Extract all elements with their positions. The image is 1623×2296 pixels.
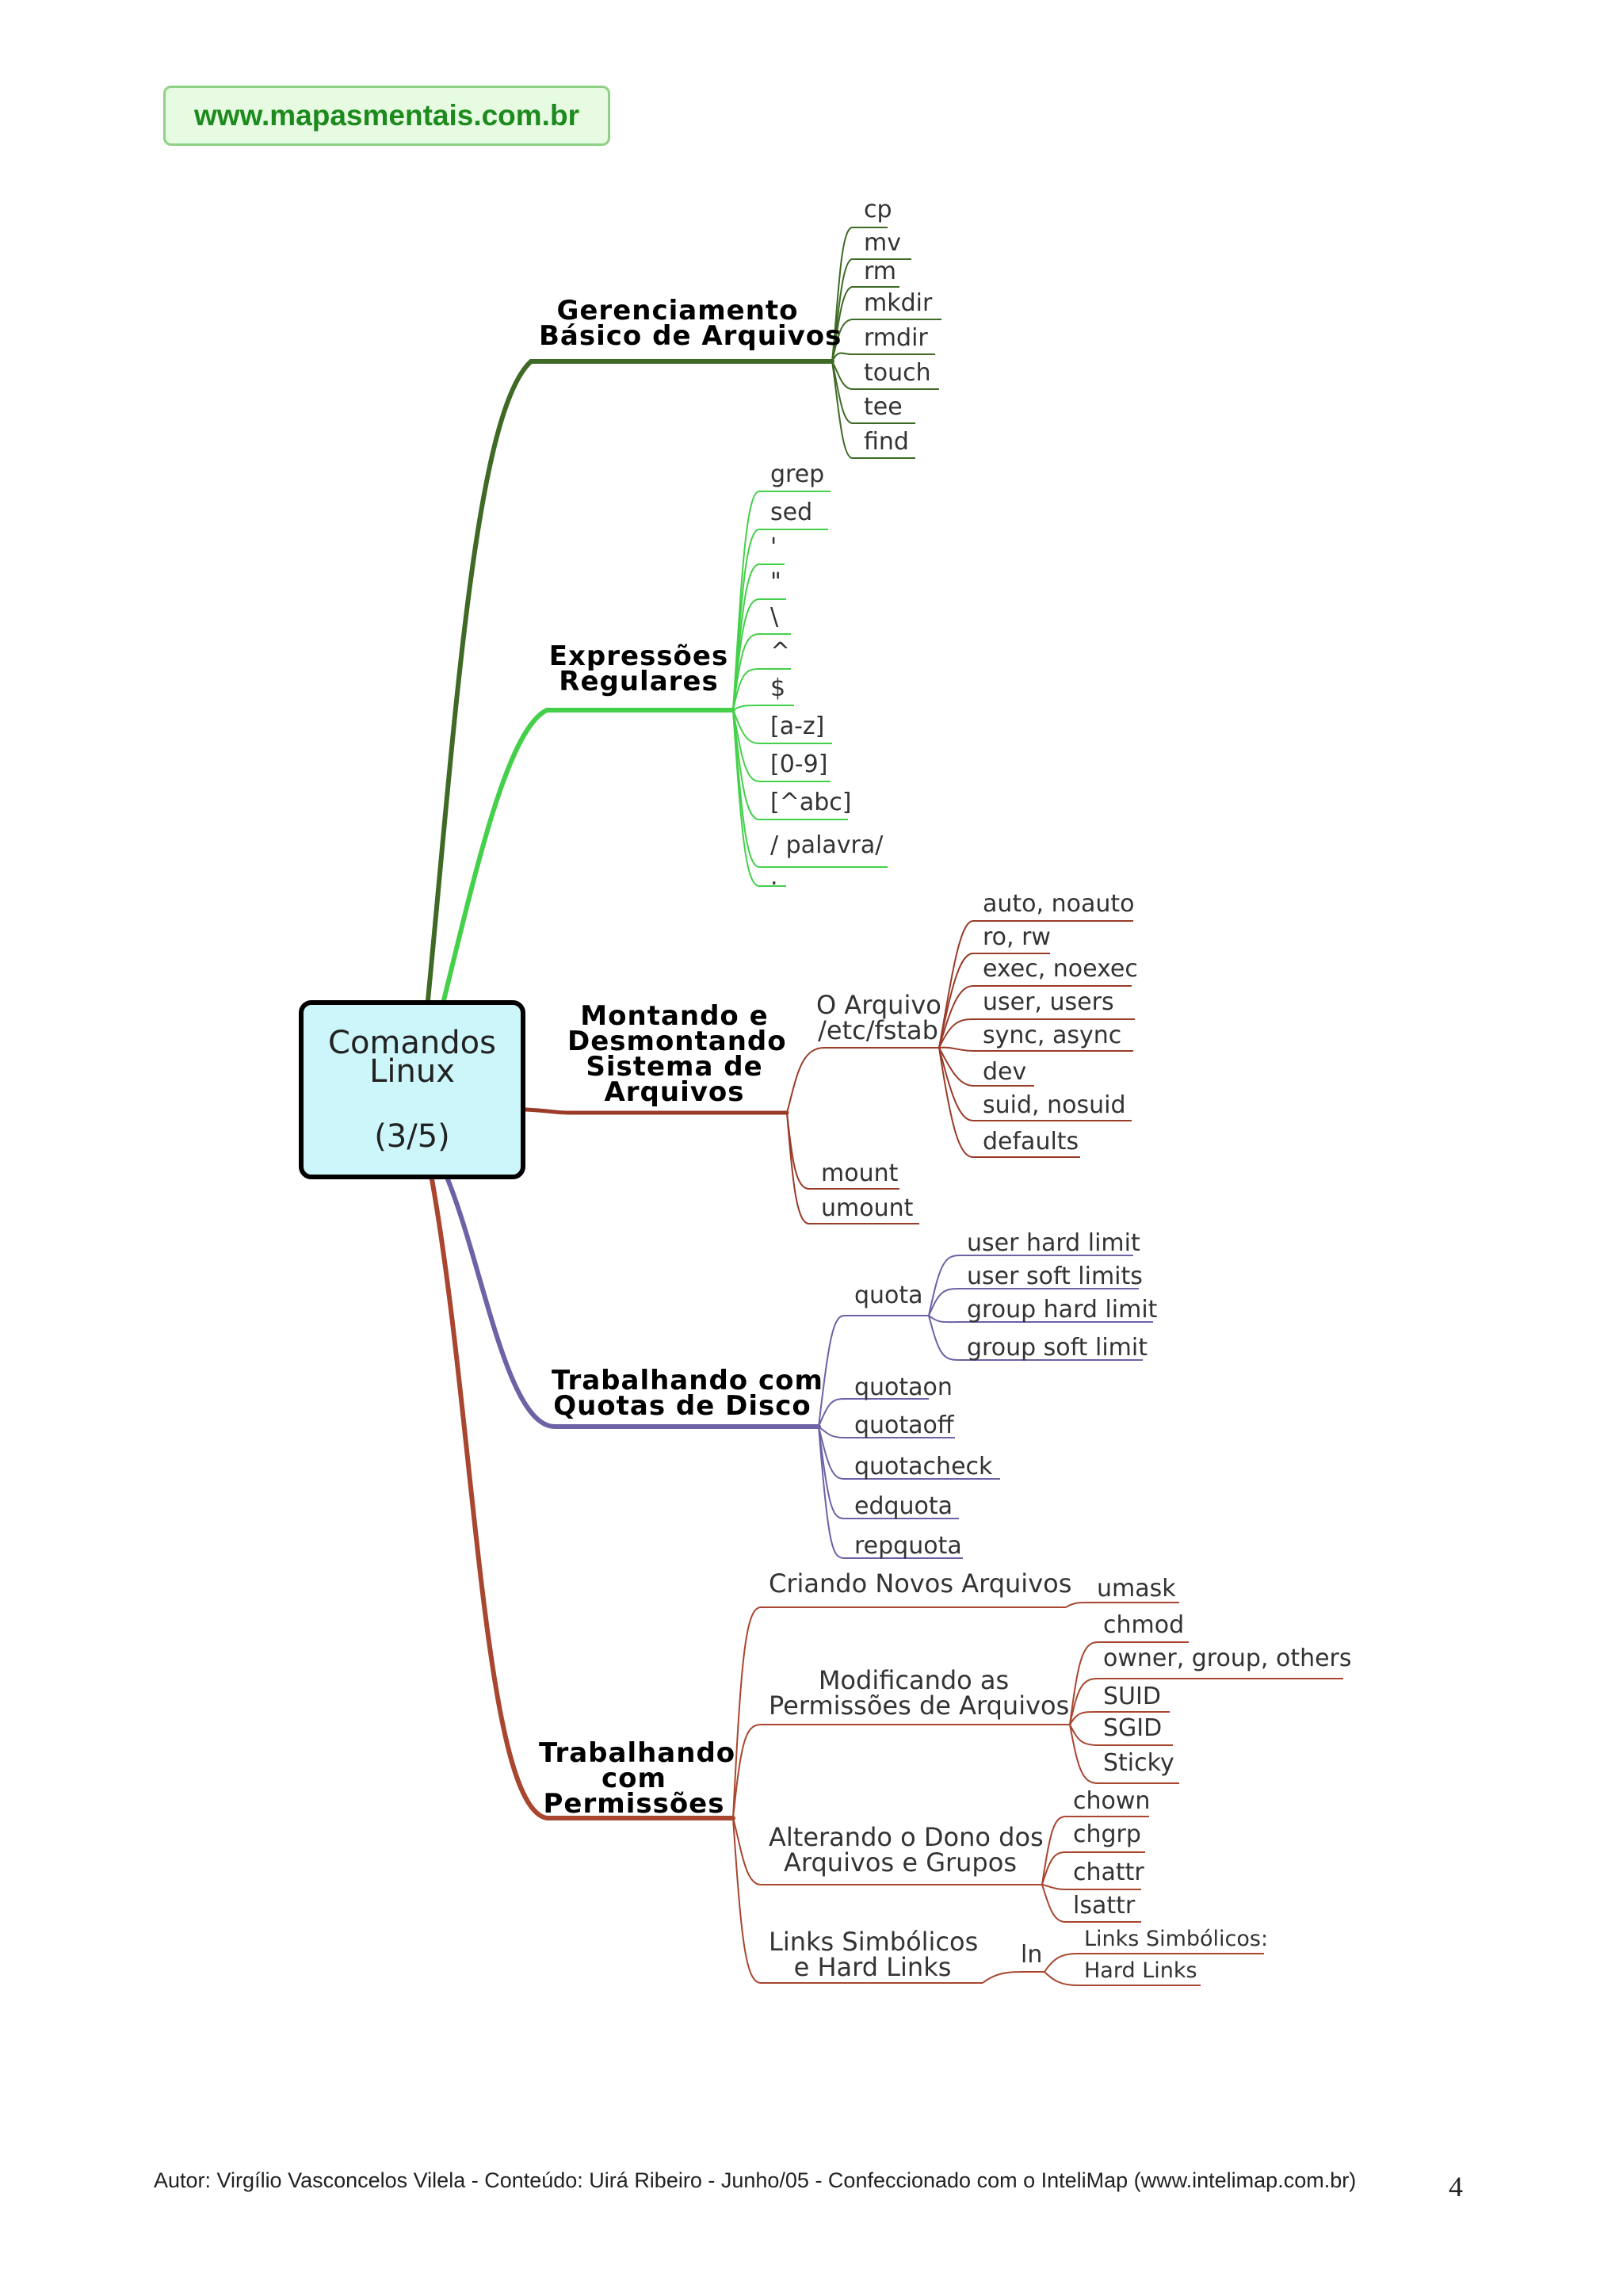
leaf-node[interactable]: mkdir <box>864 289 933 317</box>
leaf-node[interactable]: user hard limit <box>967 1229 1140 1257</box>
leaf-node[interactable]: dev <box>983 1058 1027 1086</box>
leaf-node[interactable]: repquota <box>854 1532 962 1560</box>
leaf-node[interactable]: mount <box>821 1159 899 1187</box>
leaf-node[interactable]: quotaon <box>854 1373 953 1401</box>
branch-permissoes-line1: Trabalhando <box>539 1737 736 1769</box>
subnode-fstab-line1: O Arquivo <box>816 990 941 1020</box>
branch-montando-line1: Montando e <box>580 1000 769 1032</box>
leaf-node[interactable]: owner, group, others <box>1103 1645 1352 1672</box>
central-topic[interactable]: Comandos Linux (3/5) <box>299 1000 525 1179</box>
connector-gerenciamento <box>426 359 834 1003</box>
branch-gerenciamento[interactable]: Gerenciamento Básico de Arquivos <box>539 295 842 352</box>
leaf-node[interactable]: auto, noauto <box>983 890 1135 918</box>
leaf-node[interactable]: group hard limit <box>967 1296 1158 1324</box>
connector-permissoes <box>430 1177 735 1820</box>
leaf-node[interactable]: [a-z] <box>770 712 825 740</box>
footer-credits: Autor: Virgílio Vasconcelos Vilela - Con… <box>154 2168 1357 2192</box>
leaf-node[interactable]: chown <box>1073 1787 1151 1815</box>
leaf-node[interactable]: sync, async <box>983 1022 1122 1049</box>
subnode-modificando[interactable]: Modificando as Permissões de Arquivos <box>769 1665 1070 1721</box>
branch-expressoes-line1: Expressões <box>548 640 729 672</box>
subnode-links[interactable]: Links Simbólicos e Hard Links <box>769 1927 979 1982</box>
branch-quotas-line1: Trabalhando com <box>552 1365 823 1396</box>
subnode-modificando-line2: Permissões de Arquivos <box>769 1690 1070 1721</box>
leaf-node[interactable]: grep <box>770 460 825 488</box>
branch-gerenciamento-line2: Básico de Arquivos <box>539 320 842 352</box>
leaf-node[interactable]: . <box>770 863 778 891</box>
subnode-alterando-line2: Arquivos e Grupos <box>784 1847 1017 1878</box>
connector-expressoes <box>441 708 735 1003</box>
leaf-node[interactable]: rm <box>864 258 897 285</box>
leaf-node[interactable]: Sticky <box>1103 1749 1174 1777</box>
branch-permissoes-line2: com <box>601 1763 666 1794</box>
leaf-node[interactable]: ' <box>770 533 777 561</box>
leaf-node[interactable]: [0-9] <box>770 751 828 778</box>
subnode-alterando[interactable]: Alterando o Dono dos Arquivos e Grupos <box>769 1822 1044 1878</box>
leaf-node[interactable]: " <box>770 568 781 596</box>
subnode-quota[interactable]: quota <box>854 1282 923 1309</box>
leaf-node[interactable]: chgrp <box>1073 1820 1141 1848</box>
subnode-fstab-line2: /etc/fstab <box>818 1015 938 1045</box>
central-topic-line1: Comandos <box>328 1025 496 1061</box>
branch-montando-line2: Desmontando <box>567 1026 787 1057</box>
leaf-node[interactable]: group soft limit <box>967 1334 1148 1362</box>
leaf-node[interactable]: chmod <box>1103 1611 1185 1639</box>
leaf-node[interactable]: quotaoff <box>854 1412 954 1439</box>
central-topic-line3: (3/5) <box>374 1118 450 1155</box>
leaf-node[interactable]: SGID <box>1103 1714 1163 1742</box>
leaf-node[interactable]: [^abc] <box>770 789 852 816</box>
branch-permissoes[interactable]: Trabalhando com Permissões <box>539 1737 736 1820</box>
branch-expressoes-line2: Regulares <box>559 666 719 697</box>
branch-montando-line3: Sistema de <box>586 1051 763 1083</box>
leaf-node[interactable]: cp <box>864 196 892 223</box>
subnode-ln[interactable]: ln <box>1021 1941 1043 1969</box>
branch-montando-line4: Arquivos <box>604 1076 745 1108</box>
leaf-node[interactable]: / palavra/ <box>770 831 884 859</box>
branch-expressoes[interactable]: Expressões Regulares <box>547 640 731 697</box>
subnode-fstab[interactable]: O Arquivo /etc/fstab <box>816 990 941 1045</box>
site-link-text[interactable]: www.mapasmentais.com.br <box>194 99 579 132</box>
branch-quotas-line2: Quotas de Disco <box>553 1390 812 1422</box>
leaf-node[interactable]: suid, nosuid <box>983 1091 1126 1119</box>
leaf-node[interactable]: defaults <box>983 1128 1079 1156</box>
leaf-node[interactable]: user soft limits <box>967 1263 1143 1290</box>
subnode-criando[interactable]: Criando Novos Arquivos <box>769 1568 1072 1599</box>
leaf-node[interactable]: umask <box>1097 1575 1176 1603</box>
site-link-badge[interactable]: www.mapasmentais.com.br <box>163 86 610 146</box>
leaf-node[interactable]: quotacheck <box>854 1453 993 1480</box>
central-topic-line2: Linux <box>369 1053 455 1090</box>
subnode-links-line1: Links Simbólicos <box>769 1927 979 1957</box>
leaf-node[interactable]: \ <box>770 603 779 631</box>
connector-quotas <box>445 1177 821 1429</box>
subnode-modificando-line1: Modificando as <box>818 1665 1010 1695</box>
leaf-node[interactable]: find <box>864 428 909 456</box>
branch-permissoes-line3: Permissões <box>543 1788 725 1820</box>
leaf-node[interactable]: edquota <box>854 1492 953 1520</box>
branch-quotas[interactable]: Trabalhando com Quotas de Disco <box>552 1365 823 1422</box>
leaf-node[interactable]: Links Simbólicos: <box>1084 1927 1269 1951</box>
branch-gerenciamento-line1: Gerenciamento <box>556 295 799 327</box>
branch-montando[interactable]: Montando e Desmontando Sistema de Arquiv… <box>567 1000 787 1108</box>
leaf-node[interactable]: ro, rw <box>983 923 1051 951</box>
leaf-node[interactable]: SUID <box>1103 1683 1161 1710</box>
leaf-node[interactable]: tee <box>864 393 903 421</box>
connector-montando <box>523 1107 789 1115</box>
leaf-node[interactable]: chattr <box>1073 1859 1144 1886</box>
leaf-node[interactable]: rmdir <box>864 324 928 352</box>
leaf-node[interactable]: umount <box>821 1194 914 1222</box>
leaf-node[interactable]: touch <box>864 359 931 387</box>
leaf-node[interactable]: exec, noexec <box>983 955 1138 983</box>
subnode-alterando-line1: Alterando o Dono dos <box>769 1822 1044 1852</box>
leaf-node[interactable]: sed <box>770 499 813 526</box>
leaf-node[interactable]: $ <box>770 674 786 702</box>
leaf-node[interactable]: ^ <box>770 638 791 666</box>
leaf-node[interactable]: user, users <box>983 988 1114 1016</box>
page-number: 4 <box>1449 2171 1463 2202</box>
leaf-node[interactable]: Hard Links <box>1084 1958 1197 1983</box>
subnode-links-line2: e Hard Links <box>793 1952 952 1982</box>
leaf-node[interactable]: lsattr <box>1073 1892 1136 1920</box>
leaf-node[interactable]: mv <box>864 229 901 257</box>
